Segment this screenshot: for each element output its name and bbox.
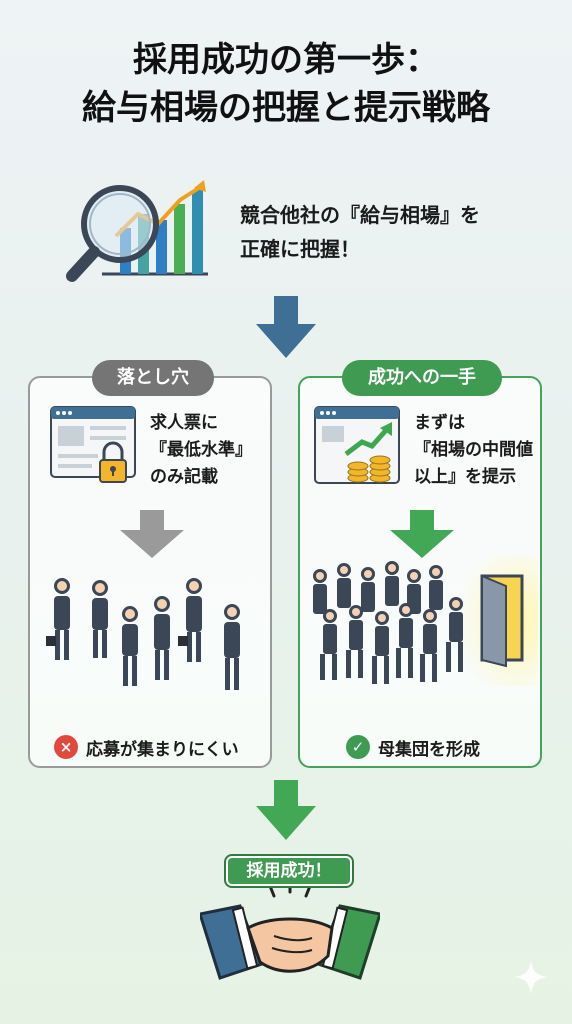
intro-line-1: 競合他社の『給与相場』を bbox=[240, 203, 480, 227]
page-title: 採用成功の第一歩： 給与相場の把握と提示戦略 bbox=[0, 36, 572, 132]
salary-document-icon bbox=[314, 406, 400, 484]
check-icon: ✓ bbox=[346, 735, 370, 759]
hiring-success-tag: 採用成功！ bbox=[226, 856, 352, 886]
green-bottom-arrow-icon bbox=[256, 780, 316, 840]
pitfall-tag: 落とし穴 bbox=[92, 360, 214, 396]
green-down-arrow-icon bbox=[390, 510, 454, 558]
intro-section: 競合他社の『給与相場』を 正確に把握！ bbox=[58, 176, 538, 286]
success-step-tag: 成功への一手 bbox=[342, 360, 502, 396]
magnifier-chart-icon bbox=[66, 180, 208, 282]
intro-line-2: 正確に把握！ bbox=[240, 237, 360, 261]
success-step-text-line-1: まずは bbox=[414, 413, 465, 433]
few-applicants-illustration bbox=[46, 578, 240, 690]
handshake-icon bbox=[200, 880, 380, 980]
locked-document-icon bbox=[50, 406, 136, 483]
pitfall-text: 求人票に 『最低水準』 のみ記載 bbox=[150, 410, 252, 491]
many-applicants-illustration bbox=[313, 556, 538, 686]
pitfall-text-line-1: 求人票に bbox=[150, 413, 218, 433]
pitfall-result: × 応募が集まりにくい bbox=[54, 732, 239, 762]
sparkle-icon bbox=[514, 960, 548, 994]
success-step-text-line-3: 以上』を提示 bbox=[414, 467, 516, 487]
success-step-text: まずは 『相場の中間値 以上』を提示 bbox=[414, 410, 533, 491]
gray-down-arrow-icon bbox=[120, 510, 184, 558]
title-line-1: 採用成功の第一歩： bbox=[133, 40, 439, 80]
down-arrow-icon bbox=[256, 296, 316, 358]
success-step-result-text: 母集団を形成 bbox=[378, 739, 480, 760]
pitfall-text-line-3: のみ記載 bbox=[150, 467, 218, 487]
intro-text: 競合他社の『給与相場』を 正確に把握！ bbox=[240, 198, 540, 266]
pitfall-result-text: 応募が集まりにくい bbox=[86, 739, 239, 760]
success-step-text-line-2: 『相場の中間値 bbox=[414, 440, 533, 460]
pitfall-text-line-2: 『最低水準』 bbox=[150, 440, 252, 460]
cross-icon: × bbox=[54, 735, 78, 759]
success-step-result: ✓ 母集団を形成 bbox=[346, 732, 480, 762]
title-line-2: 給与相場の把握と提示戦略 bbox=[82, 88, 490, 128]
